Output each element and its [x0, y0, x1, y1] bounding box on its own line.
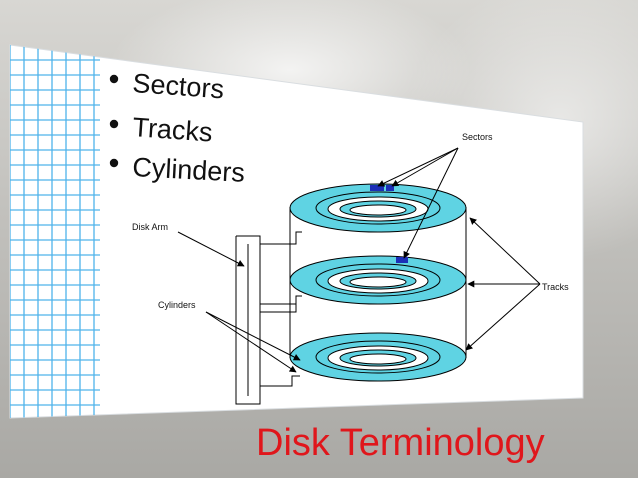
tracks-arrow: [469, 217, 541, 285]
label-cylinders: Cylinders: [158, 300, 196, 310]
disk-diagram: Sectors Disk Arm Tracks Cylinders: [132, 132, 569, 405]
sectors-arrow: [403, 147, 459, 259]
tracks-arrow: [465, 283, 541, 351]
sector-block: [396, 257, 408, 263]
sectors-arrow: [391, 147, 459, 187]
bullet-item-tracks: Tracks: [132, 112, 214, 148]
annotation-arrows: [177, 147, 541, 373]
bullet-list: Sectors Tracks Cylinders: [109, 68, 246, 188]
disk-arm: [235, 231, 302, 405]
platter-top: [289, 183, 467, 233]
label-disk-arm: Disk Arm: [132, 222, 168, 232]
sector-block: [386, 185, 394, 191]
diagram-labels: Sectors Disk Arm Tracks Cylinders: [132, 132, 569, 310]
label-sectors: Sectors: [462, 132, 493, 142]
disk-arm-arrow: [177, 231, 245, 267]
platter-bottom: [289, 332, 467, 382]
cylinders-arrow: [205, 311, 301, 361]
bullet-item-cylinders: Cylinders: [132, 152, 246, 188]
grid-pattern: [10, 45, 100, 418]
bullet-dot: [109, 158, 119, 168]
cylinders-arrow: [205, 311, 297, 373]
platter-middle: [289, 255, 467, 305]
bullet-dot: [109, 74, 119, 84]
sectors-arrow: [377, 147, 459, 187]
label-tracks: Tracks: [542, 282, 569, 292]
slide-caption: Disk Terminology: [256, 422, 545, 464]
sector-block: [370, 185, 384, 191]
bullet-item-sectors: Sectors: [132, 68, 225, 104]
bullet-dot: [109, 119, 119, 129]
